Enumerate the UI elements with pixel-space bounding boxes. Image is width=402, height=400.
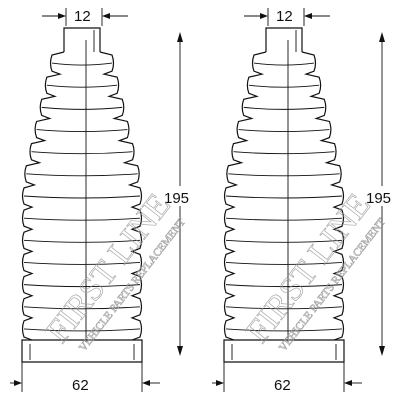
base-dimension-left: 62 [10, 362, 160, 394]
top-diameter-label-right: 12 [276, 8, 293, 25]
length-dimension-left: 195 [162, 32, 192, 356]
watermark: FIRST LINE VEHICLE PARTS REPLACEMENT FIR… [39, 187, 389, 355]
base-diameter-label-right: 62 [274, 377, 291, 394]
boot-collar [63, 27, 101, 52]
boot-left: 12 195 62 [10, 8, 192, 394]
top-dimension-right: 12 [244, 8, 330, 26]
top-diameter-label-left: 12 [74, 8, 91, 25]
base-diameter-label-left: 62 [72, 377, 89, 394]
boot-left-outline [21, 27, 143, 363]
length-label-right: 195 [366, 190, 391, 207]
length-dimension-right: 195 [364, 32, 394, 356]
length-label-left: 195 [164, 190, 189, 207]
top-dimension-left: 12 [42, 8, 128, 26]
boot-right: 12 195 62 [212, 8, 394, 394]
boot-collar [265, 27, 303, 52]
base-dimension-right: 62 [212, 362, 362, 394]
